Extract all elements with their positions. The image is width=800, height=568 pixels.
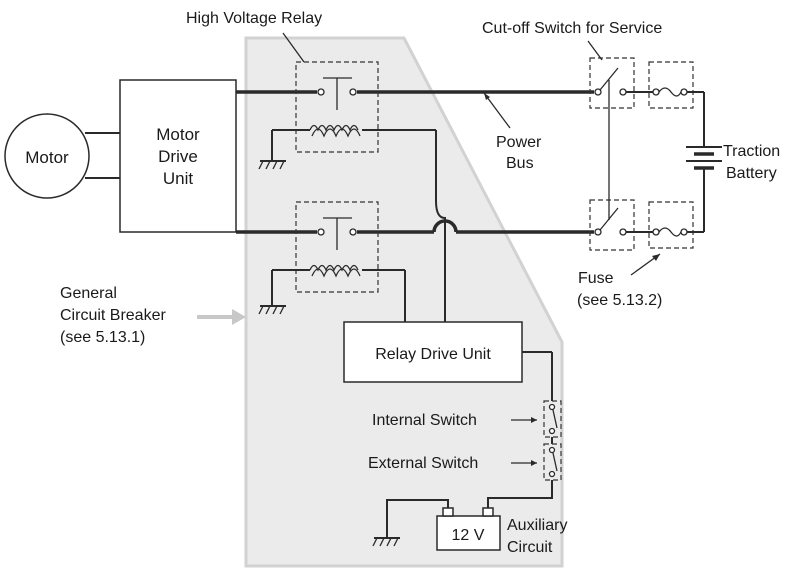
motor-drive-unit — [119, 79, 237, 233]
power-bus-leader — [483, 92, 511, 129]
battery-label-1: Traction — [723, 143, 780, 160]
fuse-label: Fuse — [578, 270, 614, 287]
mdu-label-1: Motor — [156, 125, 200, 144]
aux-battery-voltage-label: 12 V — [452, 527, 485, 544]
gcb-label-1: General — [60, 285, 117, 302]
fuse-leader-arrowhead — [652, 254, 660, 261]
cutoff-title-leader — [587, 40, 603, 61]
ground-symbol-lower-relay — [258, 305, 286, 315]
ground-symbol-upper-relay — [258, 160, 286, 170]
internal-switch — [543, 400, 562, 438]
mdu-label-3: Unit — [163, 169, 194, 188]
relay-drive-unit-label: Relay Drive Unit — [375, 346, 491, 363]
aux-positive-wire — [487, 480, 553, 510]
relay-title-leader — [282, 32, 305, 63]
auxiliary-12v-battery — [436, 515, 501, 551]
motor-circle — [4, 113, 90, 199]
relay-drive-unit — [343, 321, 523, 383]
external-switch — [543, 443, 562, 481]
cutoff-switch-lower — [589, 199, 635, 251]
ground-symbol-aux — [372, 537, 400, 547]
motor-label: Motor — [25, 148, 69, 167]
aux-battery-terminal-positive — [482, 507, 494, 517]
high-voltage-relay-upper — [271, 61, 446, 322]
aux-battery-terminal-negative — [442, 507, 454, 517]
gcb-label-3: (see 5.13.1) — [60, 329, 145, 346]
aux-circuit-label-1: Auxiliary — [507, 517, 567, 534]
fuse-lower — [648, 201, 694, 249]
battery-label-2: Battery — [726, 165, 777, 182]
high-voltage-relay-lower — [271, 201, 406, 322]
fuse-upper — [648, 61, 694, 109]
mdu-label-2: Drive — [158, 147, 198, 166]
power-bus-label-1: Power — [496, 134, 542, 151]
external-switch-arrow — [511, 460, 537, 466]
internal-switch-arrow — [511, 417, 537, 423]
aux-circuit-label-2: Circuit — [507, 539, 553, 556]
gcb-label-2: Circuit Breaker — [60, 307, 166, 324]
breaker-pointer-arrow — [197, 309, 246, 325]
power-bus-arrowhead — [484, 93, 490, 100]
aux-negative-wire — [386, 499, 449, 538]
cutoff-title: Cut-off Switch for Service — [482, 20, 662, 37]
power-bus-label-2: Bus — [506, 155, 534, 172]
cutoff-switch-upper — [589, 57, 635, 109]
internal-switch-label: Internal Switch — [372, 412, 477, 429]
external-switch-label: External Switch — [368, 455, 478, 472]
fuse-ref-label: (see 5.13.2) — [577, 292, 662, 309]
relay-title: High Voltage Relay — [186, 10, 322, 27]
traction-battery — [686, 91, 722, 233]
